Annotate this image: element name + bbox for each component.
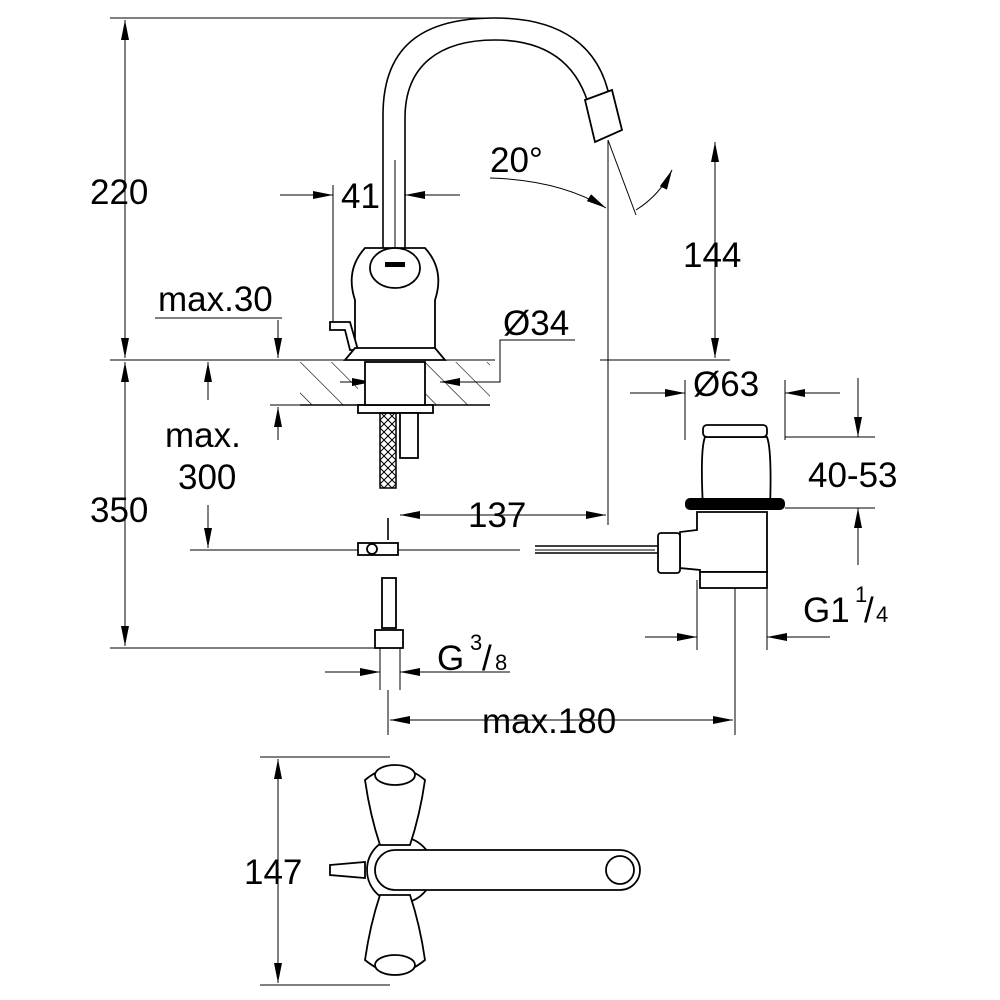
dim-220: 220: [90, 173, 148, 212]
dim-diameter-34: Ø34: [503, 304, 569, 343]
dim-350: 350: [90, 491, 148, 530]
dim-41: 41: [341, 177, 380, 216]
dim-144: 144: [683, 236, 741, 275]
fraction-slash: /: [864, 591, 874, 630]
supply-thread-main: G: [437, 639, 464, 678]
extension-lines: [110, 17, 875, 986]
pop-up-drain: [535, 424, 785, 589]
dim-max-label: max.: [165, 416, 241, 455]
dim-300: 300: [178, 458, 236, 497]
fraction-slash: /: [482, 639, 492, 678]
dim-137: 137: [468, 496, 526, 535]
drain-thread-main: G1: [803, 591, 850, 630]
countertop: [300, 362, 490, 406]
dim-supply-thread: G 3 / 8: [437, 630, 507, 678]
dim-diameter-63: Ø63: [693, 365, 759, 404]
faucet-top-view: [329, 764, 641, 976]
supply-thread-num: 3: [470, 630, 482, 655]
dim-40-53: 40-53: [808, 456, 898, 495]
dim-drain-thread: G1 1 / 4: [803, 582, 888, 630]
dim-angle-20: 20°: [490, 141, 543, 180]
supply-thread-den: 8: [495, 650, 507, 675]
drain-thread-den: 4: [876, 602, 888, 627]
dim-max180: max.180: [482, 702, 616, 741]
dim-147: 147: [244, 853, 302, 892]
dim-max30: max.30: [158, 280, 273, 319]
drain-thread-num: 1: [855, 582, 867, 607]
faucet-side-view: [329, 17, 624, 649]
